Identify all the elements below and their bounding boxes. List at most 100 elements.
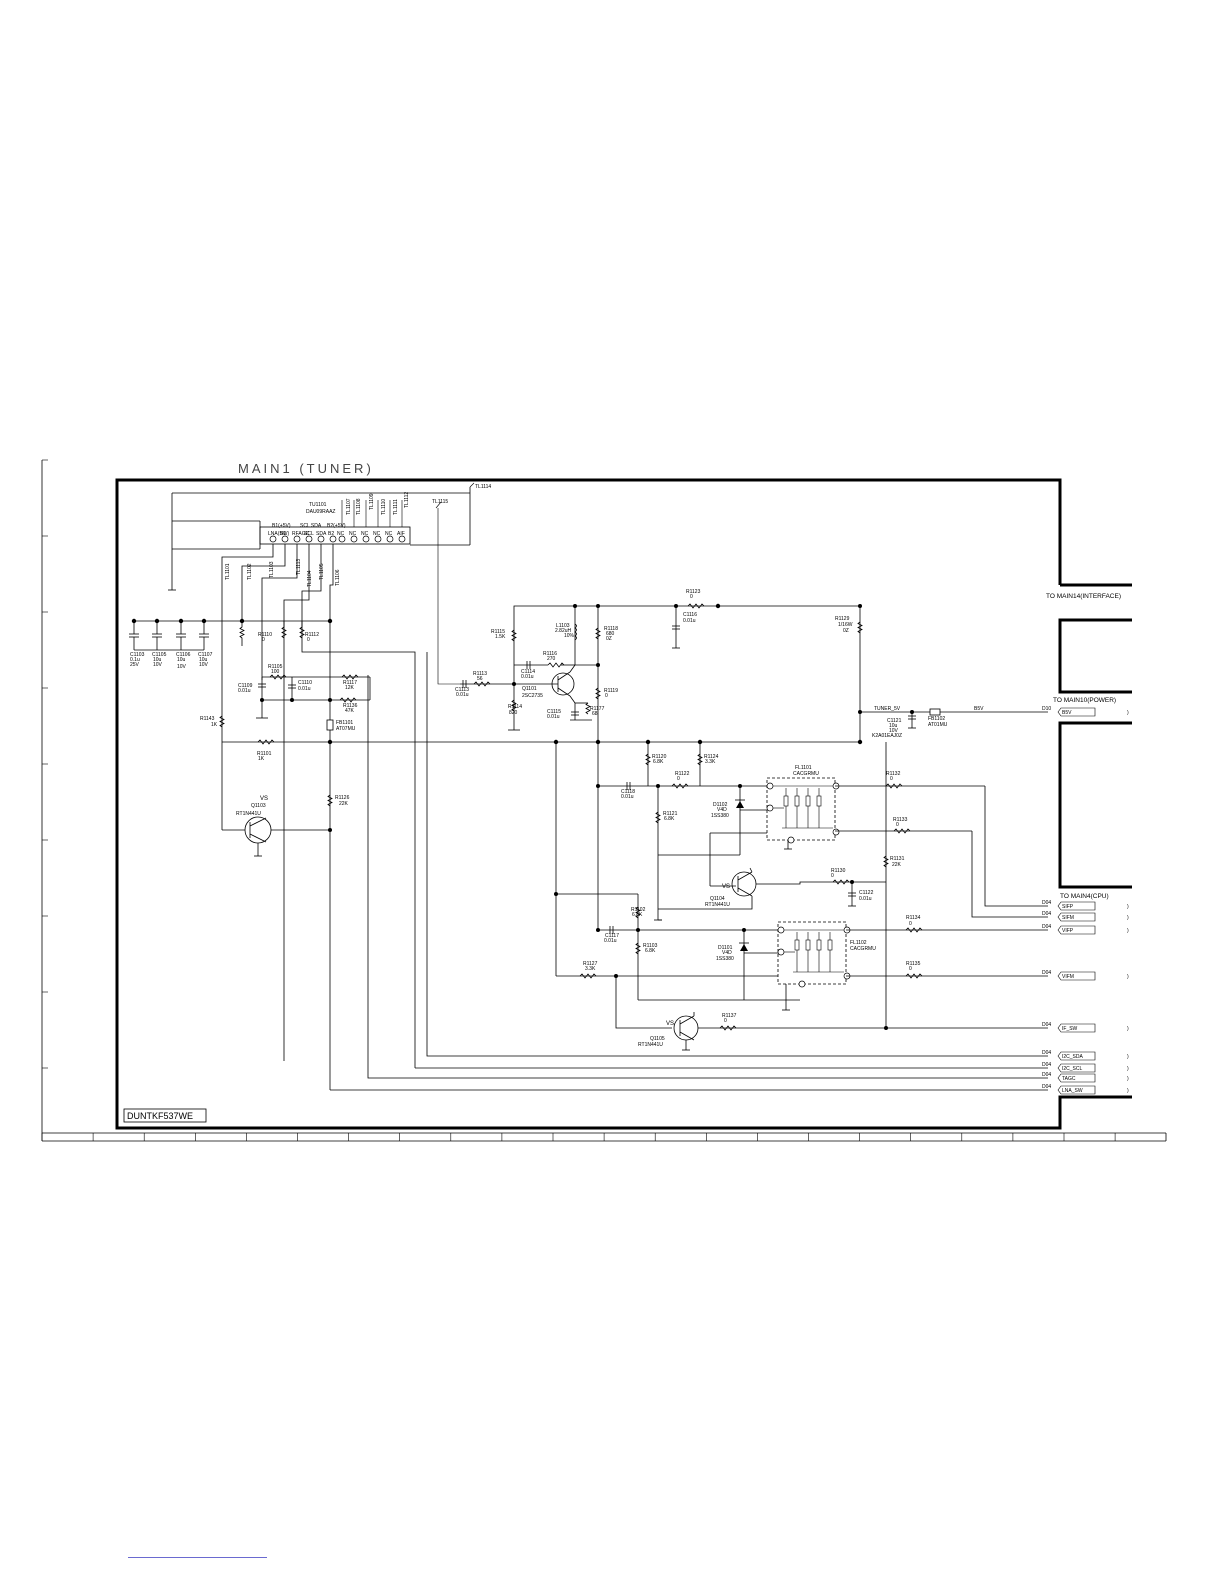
r1123-ref: R1123 — [686, 589, 701, 595]
port-ref: D04 — [1042, 1084, 1051, 1090]
r1102-val: 6.8K — [632, 912, 643, 918]
port-flag — [1057, 1051, 1096, 1061]
port-bracket: ) — [1127, 1026, 1129, 1032]
r1112-val: 0 — [307, 637, 310, 643]
r1130-ref: R1130 — [831, 868, 846, 874]
port-bracket: ) — [1127, 1066, 1129, 1072]
c1121-val: 10u — [889, 723, 898, 729]
r1131-ref: R1131 — [890, 856, 905, 862]
i2c-bus — [330, 652, 1048, 1091]
d1102-ref: D1102 — [713, 802, 728, 808]
q1105-vs: VS — [666, 1021, 674, 1027]
tuner-pin — [362, 535, 370, 543]
r1114-val: 820 — [509, 710, 518, 716]
sheet-border — [115, 478, 1132, 1130]
d1101-part: 1SS380 — [716, 956, 734, 962]
r1123-val: 0 — [690, 594, 693, 600]
r1177-val: 68 — [592, 711, 598, 717]
port-flag — [1057, 901, 1096, 911]
r1102-ref: R1102 — [631, 907, 646, 913]
test-point-label: TL1108 — [356, 498, 362, 515]
tuner-pin — [293, 535, 301, 543]
filter-pin — [787, 836, 795, 844]
r1101-ref: R1101 — [257, 751, 272, 757]
c1103-val: 0.1u — [130, 657, 140, 663]
c1105-val: 10u — [153, 657, 162, 663]
r1118-val: 680 — [606, 631, 615, 637]
tuner-pin-label: NC — [337, 531, 345, 537]
r1121-val: 6.8K — [664, 816, 675, 822]
r1133-ref: R1133 — [893, 817, 908, 823]
vif-filter-section — [554, 742, 1048, 1051]
q1104-vs: VS — [722, 884, 730, 890]
test-point-label: TL1104 — [307, 570, 313, 587]
tuner-pin — [374, 535, 382, 543]
tuner-pin-label: B2 — [328, 531, 334, 537]
c1103-ref: C1103 — [130, 652, 145, 658]
l1103-ref: L1103 — [556, 623, 570, 629]
port-bracket: ) — [1127, 1054, 1129, 1060]
r1137-val: 0 — [724, 1018, 727, 1024]
r1127-ref: R1127 — [583, 961, 598, 967]
c1114-val: 0.01u — [521, 674, 534, 680]
port-flag — [1057, 1085, 1096, 1095]
port-signal-name: SIFP — [1062, 904, 1074, 910]
filter-element — [816, 939, 822, 951]
tuner-group-b2: B2(+5V) — [327, 523, 346, 529]
test-point-label: TL1110 — [381, 499, 387, 515]
r1103-ref: R1103 — [643, 943, 658, 949]
fl1102-part: CACGRMU — [850, 946, 876, 952]
tuner-pin — [338, 535, 346, 543]
c1115-val: 0.01u — [547, 714, 560, 720]
fb1101-ref: FB1101 — [336, 720, 353, 726]
r1110-ref: R1110 — [258, 632, 272, 638]
model-label-box — [123, 1108, 207, 1123]
d1101-val: V4D — [722, 950, 732, 956]
r1118-ref: R1118 — [604, 626, 618, 632]
port-ref: D04 — [1042, 1062, 1051, 1068]
c1113-val: 0.01u — [456, 692, 469, 698]
r1117-val: 12K — [345, 685, 355, 691]
tuner-pin — [281, 535, 289, 543]
r1124-val: 3.3K — [705, 759, 716, 765]
r1136-val: 47K — [345, 708, 355, 714]
connector-cpu: TO MAIN4(CPU) — [1060, 893, 1109, 900]
c1114-ref: C1114 — [521, 669, 535, 675]
tuner-pin — [350, 535, 358, 543]
tl1115-label: TL1115 — [432, 499, 448, 505]
c1109-ref: C1109 — [238, 683, 253, 689]
port-signal-name: IF_SW — [1062, 1026, 1078, 1032]
d1102-part: 1SS380 — [711, 813, 729, 819]
c1117-val: 0.01u — [604, 938, 617, 944]
d1101-ref: D1101 — [718, 945, 733, 951]
r1143-val: 1K — [211, 722, 218, 728]
r1122-ref: R1122 — [675, 771, 690, 777]
r1177-ref: R1177 — [590, 706, 605, 712]
c1118-val: 0.01u — [621, 794, 634, 800]
test-point-label: TL1107 — [346, 498, 352, 515]
q1104-ref: Q1104 — [710, 896, 725, 902]
q1105-ref: Q1105 — [650, 1036, 665, 1042]
port-ref: D04 — [1042, 911, 1051, 917]
r1124-ref: R1124 — [704, 754, 719, 760]
c1110-val: 0.01u — [298, 686, 311, 692]
c1103-volt: 25V — [130, 662, 140, 668]
r1126-ref: R1126 — [335, 795, 350, 801]
if-amplifier — [460, 603, 863, 742]
port-signal-name: I2C_SDA — [1062, 1054, 1084, 1060]
filter-element — [783, 795, 789, 807]
tl1114-label: TL1114 — [475, 484, 491, 490]
port-ref: D04 — [1042, 1050, 1051, 1056]
tuner-pin — [398, 535, 406, 543]
r1119-ref: R1119 — [604, 688, 618, 694]
tuner-pin-label: NC — [361, 531, 369, 537]
tuner-pin — [386, 535, 394, 543]
tuner-pin-label: SDA — [316, 531, 327, 537]
q1103-vs: VS — [260, 796, 268, 802]
port-signal-name: SIFM — [1062, 915, 1074, 921]
c1109-val: 0.01u — [238, 688, 251, 694]
r1116-val: 270 — [547, 656, 556, 662]
